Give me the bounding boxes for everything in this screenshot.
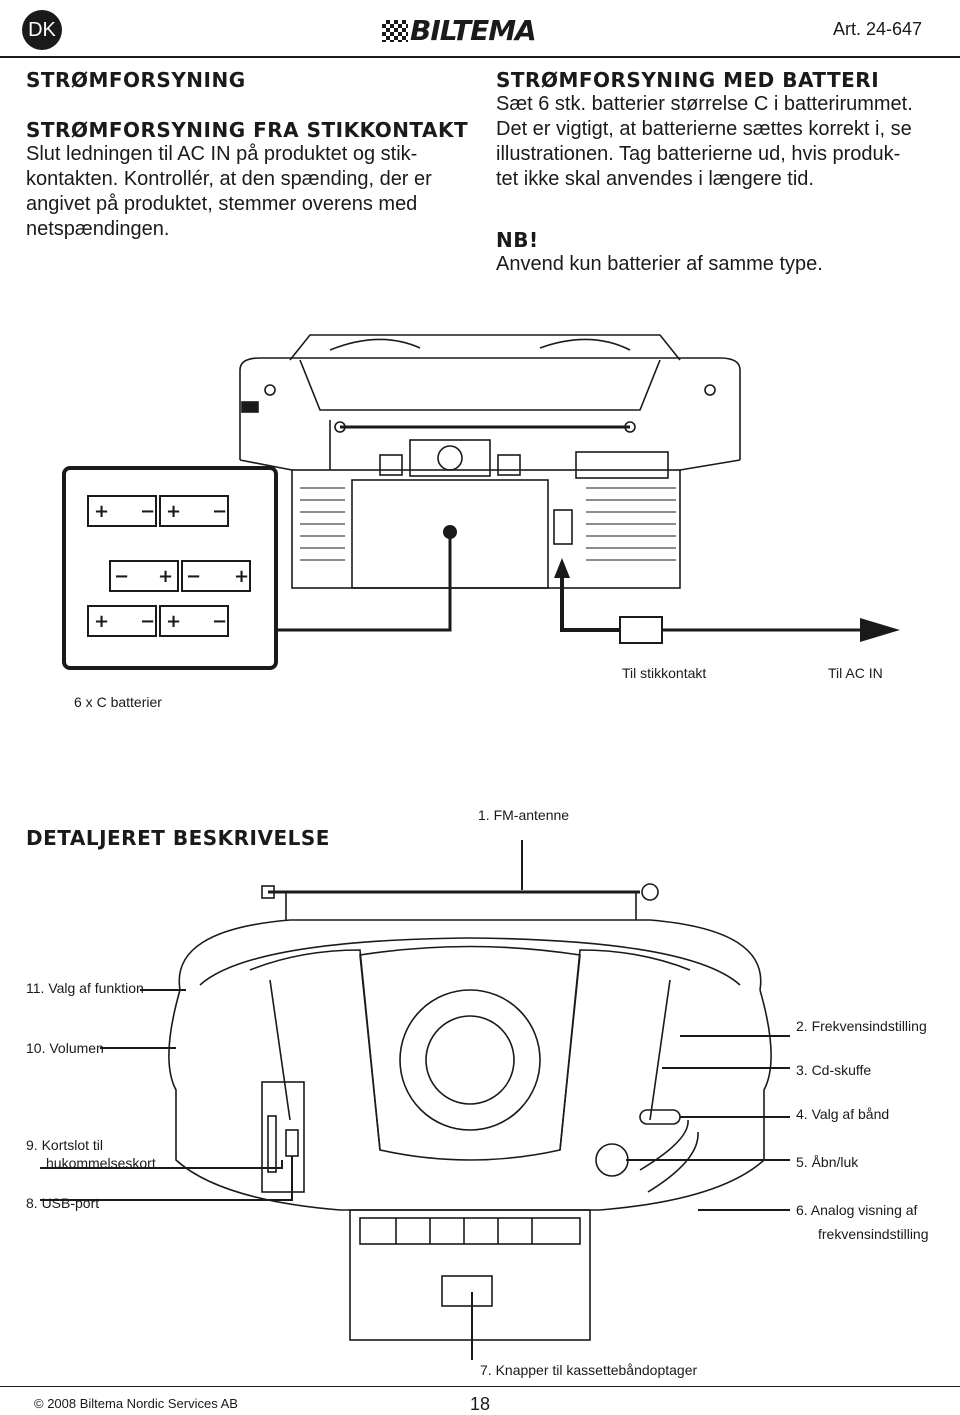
heading-battery-supply: STRØMFORSYNING MED BATTERI [496, 68, 880, 92]
note-text: Anvend kun batterier af samme type. [496, 253, 823, 275]
brand-logo: BILTEMA [382, 14, 537, 47]
battery-instructions: Sæt 6 stk. batterier størrelse C i batte… [496, 92, 946, 192]
heading-mains-supply: STRØMFORSYNING FRA STIKKONTAKT [26, 118, 469, 142]
text-line: tet ikke skal anvendes i længere tid. [496, 168, 814, 190]
svg-text:−: − [140, 611, 155, 632]
text-line: Slut ledningen til AC IN på produktet og… [26, 143, 418, 165]
text-line: netspændingen. [26, 218, 170, 240]
brand-name: BILTEMA [410, 14, 537, 47]
footer-rule [0, 1386, 960, 1387]
note-label: NB! [496, 228, 539, 252]
mains-instructions: Slut ledningen til AC IN på produktet og… [26, 142, 476, 242]
text-line: Det er vigtigt, at batterierne sættes ko… [496, 118, 912, 140]
svg-text:+: + [166, 501, 181, 522]
article-number: Art. 24-647 [832, 19, 922, 39]
callout-4: 4. Valg af bånd [796, 1106, 890, 1122]
callout-7: 7. Knapper til kassettebåndoptager [480, 1362, 698, 1378]
callout-2: 2. Frekvensindstilling [796, 1018, 927, 1034]
caption-ac-in: Til AC IN [828, 665, 883, 681]
callout-10: 10. Volumen [26, 1040, 104, 1056]
checkered-flag-icon [382, 20, 408, 42]
copyright: © 2008 Biltema Nordic Services AB [34, 1396, 238, 1411]
svg-text:+: + [166, 611, 181, 632]
svg-text:+: + [158, 566, 173, 587]
svg-text:−: − [212, 611, 227, 632]
svg-text:−: − [212, 501, 227, 522]
page-number: 18 [470, 1394, 491, 1414]
callout-8: 8. USB-port [26, 1195, 100, 1211]
svg-text:+: + [94, 611, 109, 632]
text-line: Sæt 6 stk. batterier størrelse C i batte… [496, 93, 913, 115]
caption-batteries: 6 x C batterier [74, 694, 162, 710]
heading-power-supply: STRØMFORSYNING [26, 68, 246, 92]
callout-11: 11. Valg af funktion [26, 980, 144, 996]
callout-9-line2: hukommelseskort [46, 1155, 156, 1171]
text-line: angivet på produktet, stemmer overens me… [26, 193, 418, 215]
callout-6-line1: 6. Analog visning af [796, 1202, 918, 1218]
svg-text:−: − [186, 566, 201, 587]
heading-detailed-description: DETALJERET BESKRIVELSE [26, 826, 330, 850]
svg-text:+: + [234, 566, 249, 587]
callout-6-line2: frekvensindstilling [818, 1226, 929, 1242]
front-view-diagram [40, 840, 790, 1360]
caption-socket: Til stikkontakt [622, 665, 707, 681]
svg-text:−: − [140, 501, 155, 522]
callout-9-line1: 9. Kortslot til [26, 1137, 104, 1153]
text-line: kontakten. Kontrollér, at den spænding, … [26, 168, 432, 190]
callout-1: 1. FM-antenne [478, 807, 570, 823]
language-badge: DK [22, 10, 62, 50]
battery-diagram: +− +− −+ −+ +− +− [62, 334, 900, 670]
header-rule [0, 56, 960, 58]
callout-5: 5. Åbn/luk [796, 1154, 859, 1170]
text-line: illustrationen. Tag batterierne ud, hvis… [496, 143, 901, 165]
svg-text:+: + [94, 501, 109, 522]
svg-text:−: − [114, 566, 129, 587]
callout-3: 3. Cd-skuffe [796, 1062, 872, 1078]
